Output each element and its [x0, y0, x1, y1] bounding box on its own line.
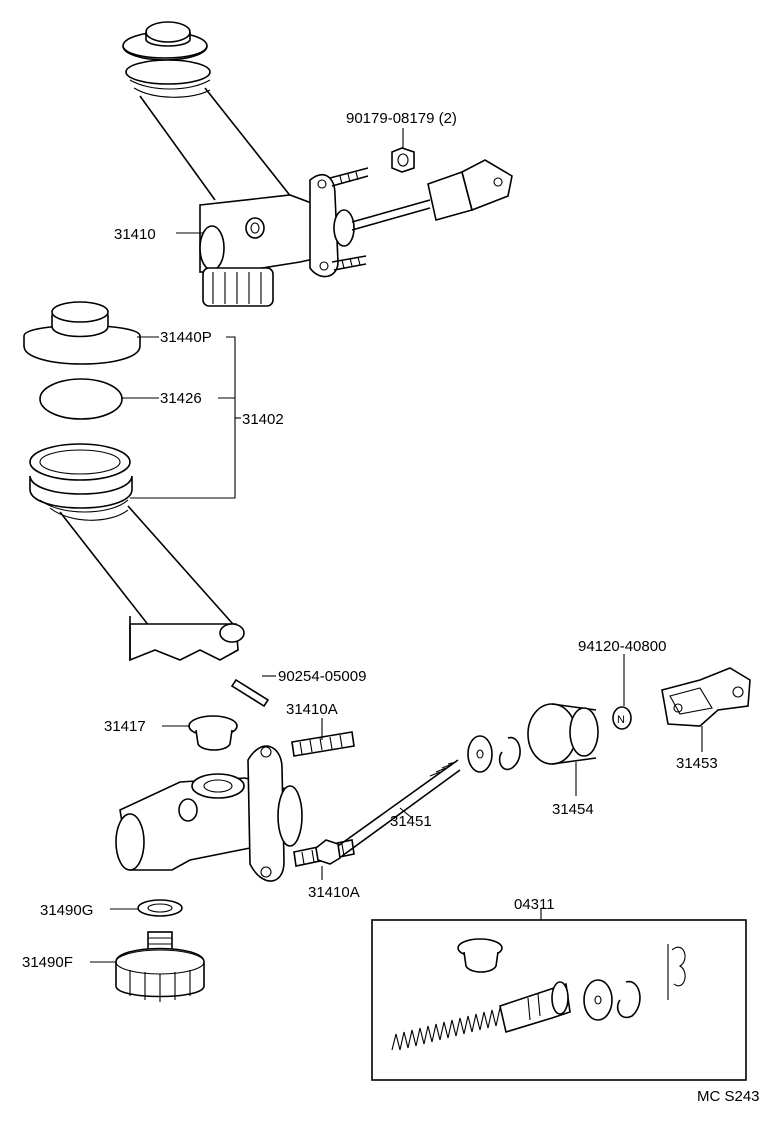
label-90179-08179: 90179-08179 (2): [346, 110, 457, 127]
label-94120-40800: 94120-40800: [578, 638, 666, 655]
label-31410: 31410: [114, 226, 156, 243]
label-31426: 31426: [160, 390, 202, 407]
label-31490f: 31490F: [22, 954, 73, 971]
label-31490g: 31490G: [40, 902, 93, 919]
leader-lines: [90, 232, 703, 963]
label-31410a-upper: 31410A: [286, 701, 338, 718]
label-31454: 31454: [552, 801, 594, 818]
cap-diaphragm: [39, 378, 123, 420]
reservoir-cap: [23, 301, 141, 365]
nut-top: [391, 147, 415, 173]
pin: [230, 678, 270, 708]
callout-labels: 31410 90179-08179 (2) 31440P 31426 31402…: [22, 110, 760, 1105]
label-31451: 31451: [390, 813, 432, 830]
master-cylinder-assembly-top: [122, 21, 513, 307]
small-nut: N: [612, 706, 632, 730]
reservoir: [29, 443, 245, 662]
label-04311: 04311: [514, 896, 555, 913]
repair-kit-box: [371, 919, 747, 1081]
label-90254-05009: 90254-05009: [278, 668, 366, 685]
footer-code: MC S243: [697, 1088, 760, 1105]
gasket-hole: [147, 903, 173, 913]
label-31417: 31417: [104, 718, 146, 735]
label-31440p: 31440P: [160, 329, 212, 346]
master-cylinder-body: [115, 745, 303, 882]
label-31453: 31453: [676, 755, 718, 772]
label-31410a-lower: 31410A: [308, 884, 360, 901]
repair-kit-parts: [391, 938, 686, 1051]
grommet: [188, 715, 238, 751]
clevis: [661, 667, 751, 727]
push-rod: [315, 759, 461, 865]
union: [115, 931, 205, 1002]
washer-and-ring: [467, 735, 521, 773]
boot: [527, 703, 599, 765]
label-31402: 31402: [242, 411, 284, 428]
stud-upper: [291, 731, 355, 757]
gasket: [137, 899, 183, 917]
svg-text:N: N: [617, 714, 625, 726]
